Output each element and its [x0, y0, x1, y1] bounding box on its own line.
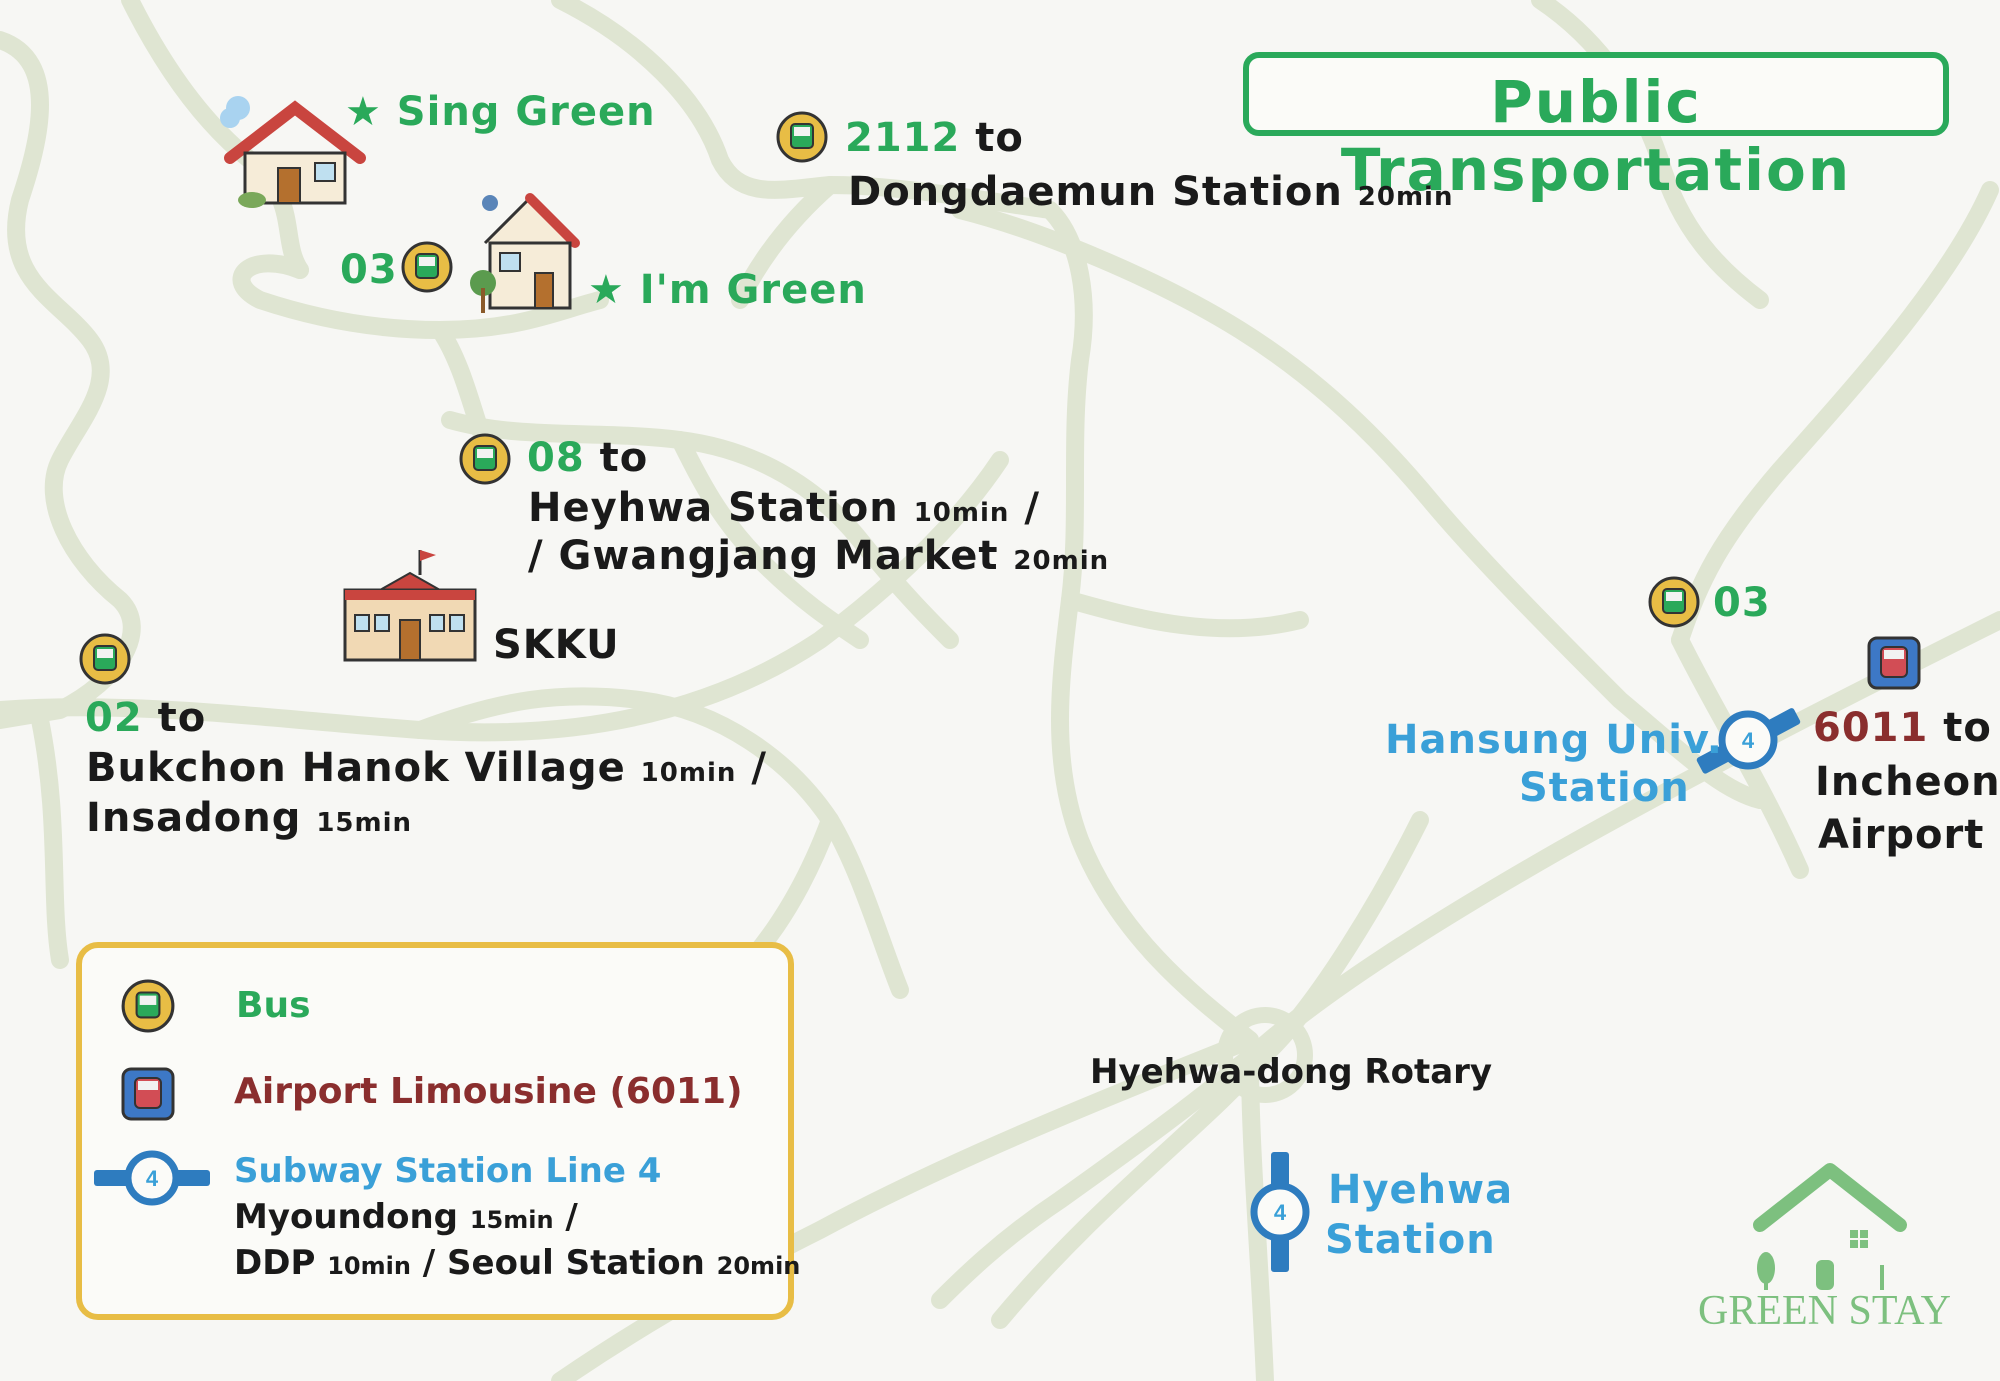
bus-2112-route: 2112 to	[845, 115, 1024, 161]
bus-icon	[120, 978, 176, 1034]
limousine-6011-destination-2: Airport	[1818, 812, 1985, 858]
legend-subway-label: Subway Station Line 4	[234, 1151, 662, 1191]
airport-limousine-icon	[120, 1066, 176, 1122]
im-green-label: ★ I'm Green	[588, 267, 867, 313]
bus-03-top-number: 03	[340, 247, 398, 293]
bus-2112-destination: Dongdaemun Station 20min	[848, 169, 1454, 215]
star-icon: ★	[345, 89, 382, 135]
limousine-6011-route: 6011 to	[1813, 705, 1992, 751]
bus-02-destination-2: Insadong 15min	[86, 795, 413, 841]
green-stay-logo: GREEN STAY	[1690, 1160, 1970, 1340]
sing-green-house-icon	[220, 88, 370, 208]
sing-green-label: ★ Sing Green	[345, 89, 656, 135]
legend-subway-destinations-1: Myoundong 15min /	[234, 1197, 578, 1237]
title-box: Public Transportation	[1243, 52, 1949, 204]
star-icon: ★	[588, 267, 625, 313]
bus-02-route: 02 to	[85, 695, 207, 741]
subway-line4-icon: 4	[92, 1146, 212, 1210]
legend-bus-label: Bus	[236, 985, 311, 1026]
hyehwa-station-line2: Station	[1325, 1217, 1496, 1263]
map-title: Public Transportation	[1340, 68, 1852, 204]
hansung-station-line2: Station	[1519, 765, 1690, 811]
skku-label: SKKU	[493, 622, 620, 668]
bus-02-destination-1: Bukchon Hanok Village 10min /	[86, 745, 767, 791]
bus-icon[interactable]	[775, 110, 829, 164]
bus-08-destination-1: Heyhwa Station 10min /	[528, 485, 1040, 531]
bus-icon[interactable]	[1647, 575, 1701, 629]
legend-limousine-label: Airport Limousine (6011)	[234, 1071, 743, 1112]
brand-name: GREEN STAY	[1698, 1288, 1951, 1334]
limousine-6011-destination-1: Incheon	[1815, 759, 2000, 805]
line-number: 4	[1742, 728, 1755, 753]
legend: Bus Airport Limousine (6011) 4 Subway St…	[76, 942, 800, 1320]
hyehwa-rotary-label: Hyehwa-dong Rotary	[1090, 1052, 1493, 1092]
airport-limousine-icon[interactable]	[1866, 635, 1922, 691]
hansung-station-line1: Hansung Univ.	[1385, 717, 1723, 763]
subway-line4-icon[interactable]: 4	[1245, 1150, 1315, 1275]
line-number: 4	[1274, 1200, 1287, 1225]
bus-03-right-number: 03	[1713, 580, 1771, 626]
bus-icon[interactable]	[400, 240, 454, 294]
line-number: 4	[146, 1166, 159, 1191]
bus-08-route: 08 to	[527, 435, 649, 481]
im-green-house-icon	[465, 188, 585, 313]
hyehwa-station-line1: Hyehwa	[1328, 1167, 1514, 1213]
bus-icon[interactable]	[78, 632, 132, 686]
legend-subway-destinations-2: DDP 10min / Seoul Station 20min	[234, 1243, 801, 1283]
subway-line4-icon[interactable]: 4	[1688, 700, 1808, 780]
bus-08-destination-2: / Gwangjang Market 20min	[528, 533, 1110, 579]
bus-icon[interactable]	[458, 432, 512, 486]
skku-building-icon	[340, 545, 480, 665]
